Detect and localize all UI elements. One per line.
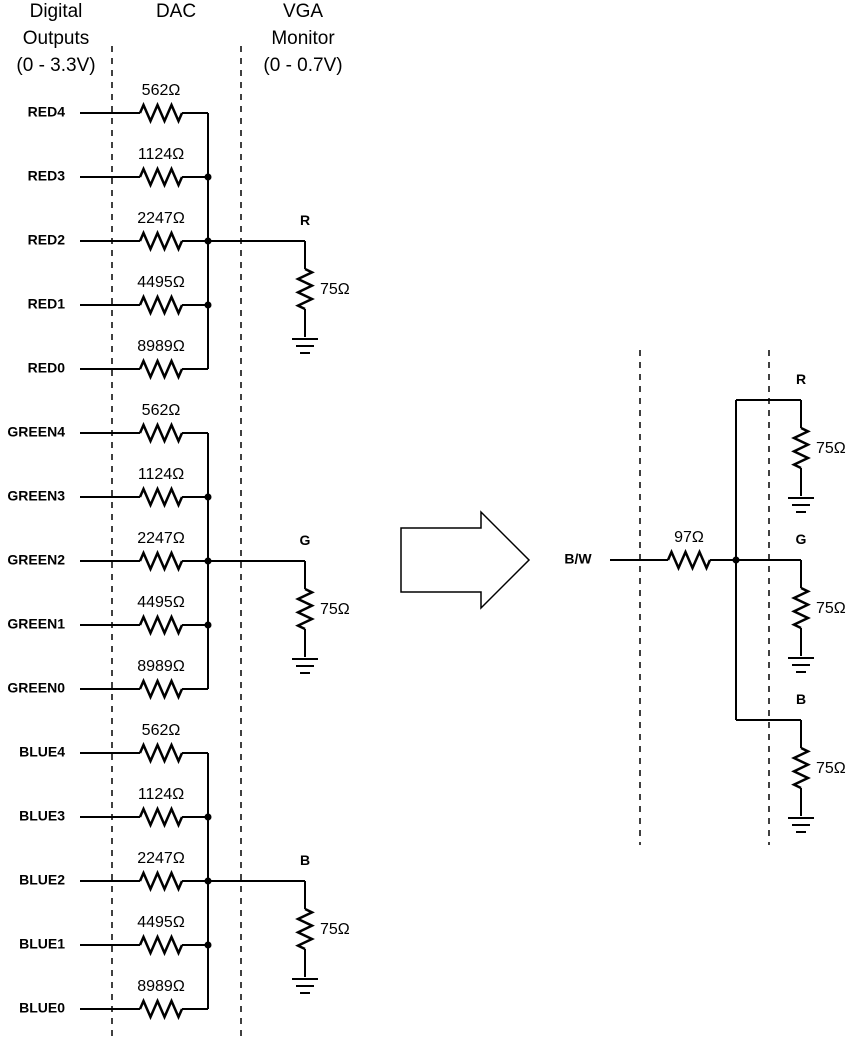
dac-resistor-value: 562Ω [142,82,181,99]
channel-label: B [300,852,310,868]
input-signal-label: BLUE2 [19,872,65,888]
load-resistor [295,907,315,951]
dac-resistor [138,229,184,253]
bw-channel-label: G [796,531,807,547]
input-signal-label: RED0 [28,360,66,376]
header-dac-line: DAC [156,1,196,22]
input-signal-label: GREEN3 [7,488,65,504]
junction-dot [204,813,212,821]
junction-dot [204,301,212,309]
ground-icon [292,978,318,994]
dac-resistor [138,485,184,509]
dac-resistor [138,165,184,189]
dac-resistor [138,613,184,637]
header-digital-outputs-line: Digital [30,1,83,22]
dac-resistor-value: 8989Ω [137,978,185,995]
dac-resistor [138,805,184,829]
dac-resistor [138,293,184,317]
bw-channel-label: R [796,371,806,387]
dac-resistor [138,869,184,893]
ground-icon [788,657,814,673]
load-value: 75Ω [320,601,350,618]
dac-resistor-value: 8989Ω [137,338,185,355]
dac-resistor-value: 8989Ω [137,658,185,675]
input-signal-label: BLUE0 [19,1000,65,1016]
dac-resistor-value: 2247Ω [137,530,185,547]
header-vga-monitor-line: (0 - 0.7V) [263,55,342,76]
dac-resistor [138,933,184,957]
dac-resistor-value: 2247Ω [137,850,185,867]
bw-load-value: 75Ω [816,760,846,777]
input-signal-label: GREEN4 [7,424,65,440]
bw-channel-label: B [796,691,806,707]
dac-resistor [138,997,184,1021]
dac-resistor [138,357,184,381]
dac-resistor-value: 4495Ω [137,594,185,611]
input-signal-label: RED3 [28,168,66,184]
load-resistor [295,587,315,631]
input-signal-label: RED4 [28,104,66,120]
transform-arrow-icon [400,510,531,610]
bw-load-value: 75Ω [816,440,846,457]
dac-resistor [138,741,184,765]
dac-resistor-value: 1124Ω [138,146,184,163]
junction-dot [204,941,212,949]
load-value: 75Ω [320,281,350,298]
ground-icon [292,338,318,354]
input-signal-label: BLUE4 [19,744,65,760]
input-signal-label: GREEN0 [7,680,65,696]
dac-resistor-value: 562Ω [142,402,181,419]
dac-resistor-value: 1124Ω [138,786,184,803]
load-resistor [295,267,315,311]
ground-icon [788,817,814,833]
junction-dot [204,621,212,629]
dac-resistor-value: 4495Ω [137,274,185,291]
dac-resistor [138,549,184,573]
dac-resistor-value: 1124Ω [138,466,184,483]
bw-load-resistor [791,746,811,790]
dac-resistor [138,677,184,701]
dac-resistor-value: 562Ω [142,722,181,739]
input-signal-label: BLUE1 [19,936,65,952]
bw-load-resistor [791,426,811,470]
channel-label: G [300,532,311,548]
input-signal-label: RED2 [28,232,66,248]
bw-load-resistor [791,586,811,630]
channel-label: R [300,212,310,228]
dac-resistor-value: 2247Ω [137,210,185,227]
input-signal-label: GREEN2 [7,552,65,568]
bw-input-label: B/W [564,551,592,567]
input-signal-label: RED1 [28,296,66,312]
input-signal-label: GREEN1 [7,616,65,632]
bw-series-resistor [666,548,712,572]
junction-dot [204,493,212,501]
bw-load-value: 75Ω [816,600,846,617]
input-signal-label: BLUE3 [19,808,65,824]
header-digital-outputs-line: (0 - 3.3V) [16,55,95,76]
ground-icon [788,497,814,513]
ground-icon [292,658,318,674]
header-digital-outputs-line: Outputs [23,28,90,49]
bw-series-resistor-value: 97Ω [674,529,704,546]
junction-dot [204,173,212,181]
header-vga-monitor-line: VGA [283,1,323,22]
load-value: 75Ω [320,921,350,938]
header-vga-monitor-line: Monitor [271,28,335,49]
dac-resistor [138,421,184,445]
dac-resistor [138,101,184,125]
dac-resistor-value: 4495Ω [137,914,185,931]
